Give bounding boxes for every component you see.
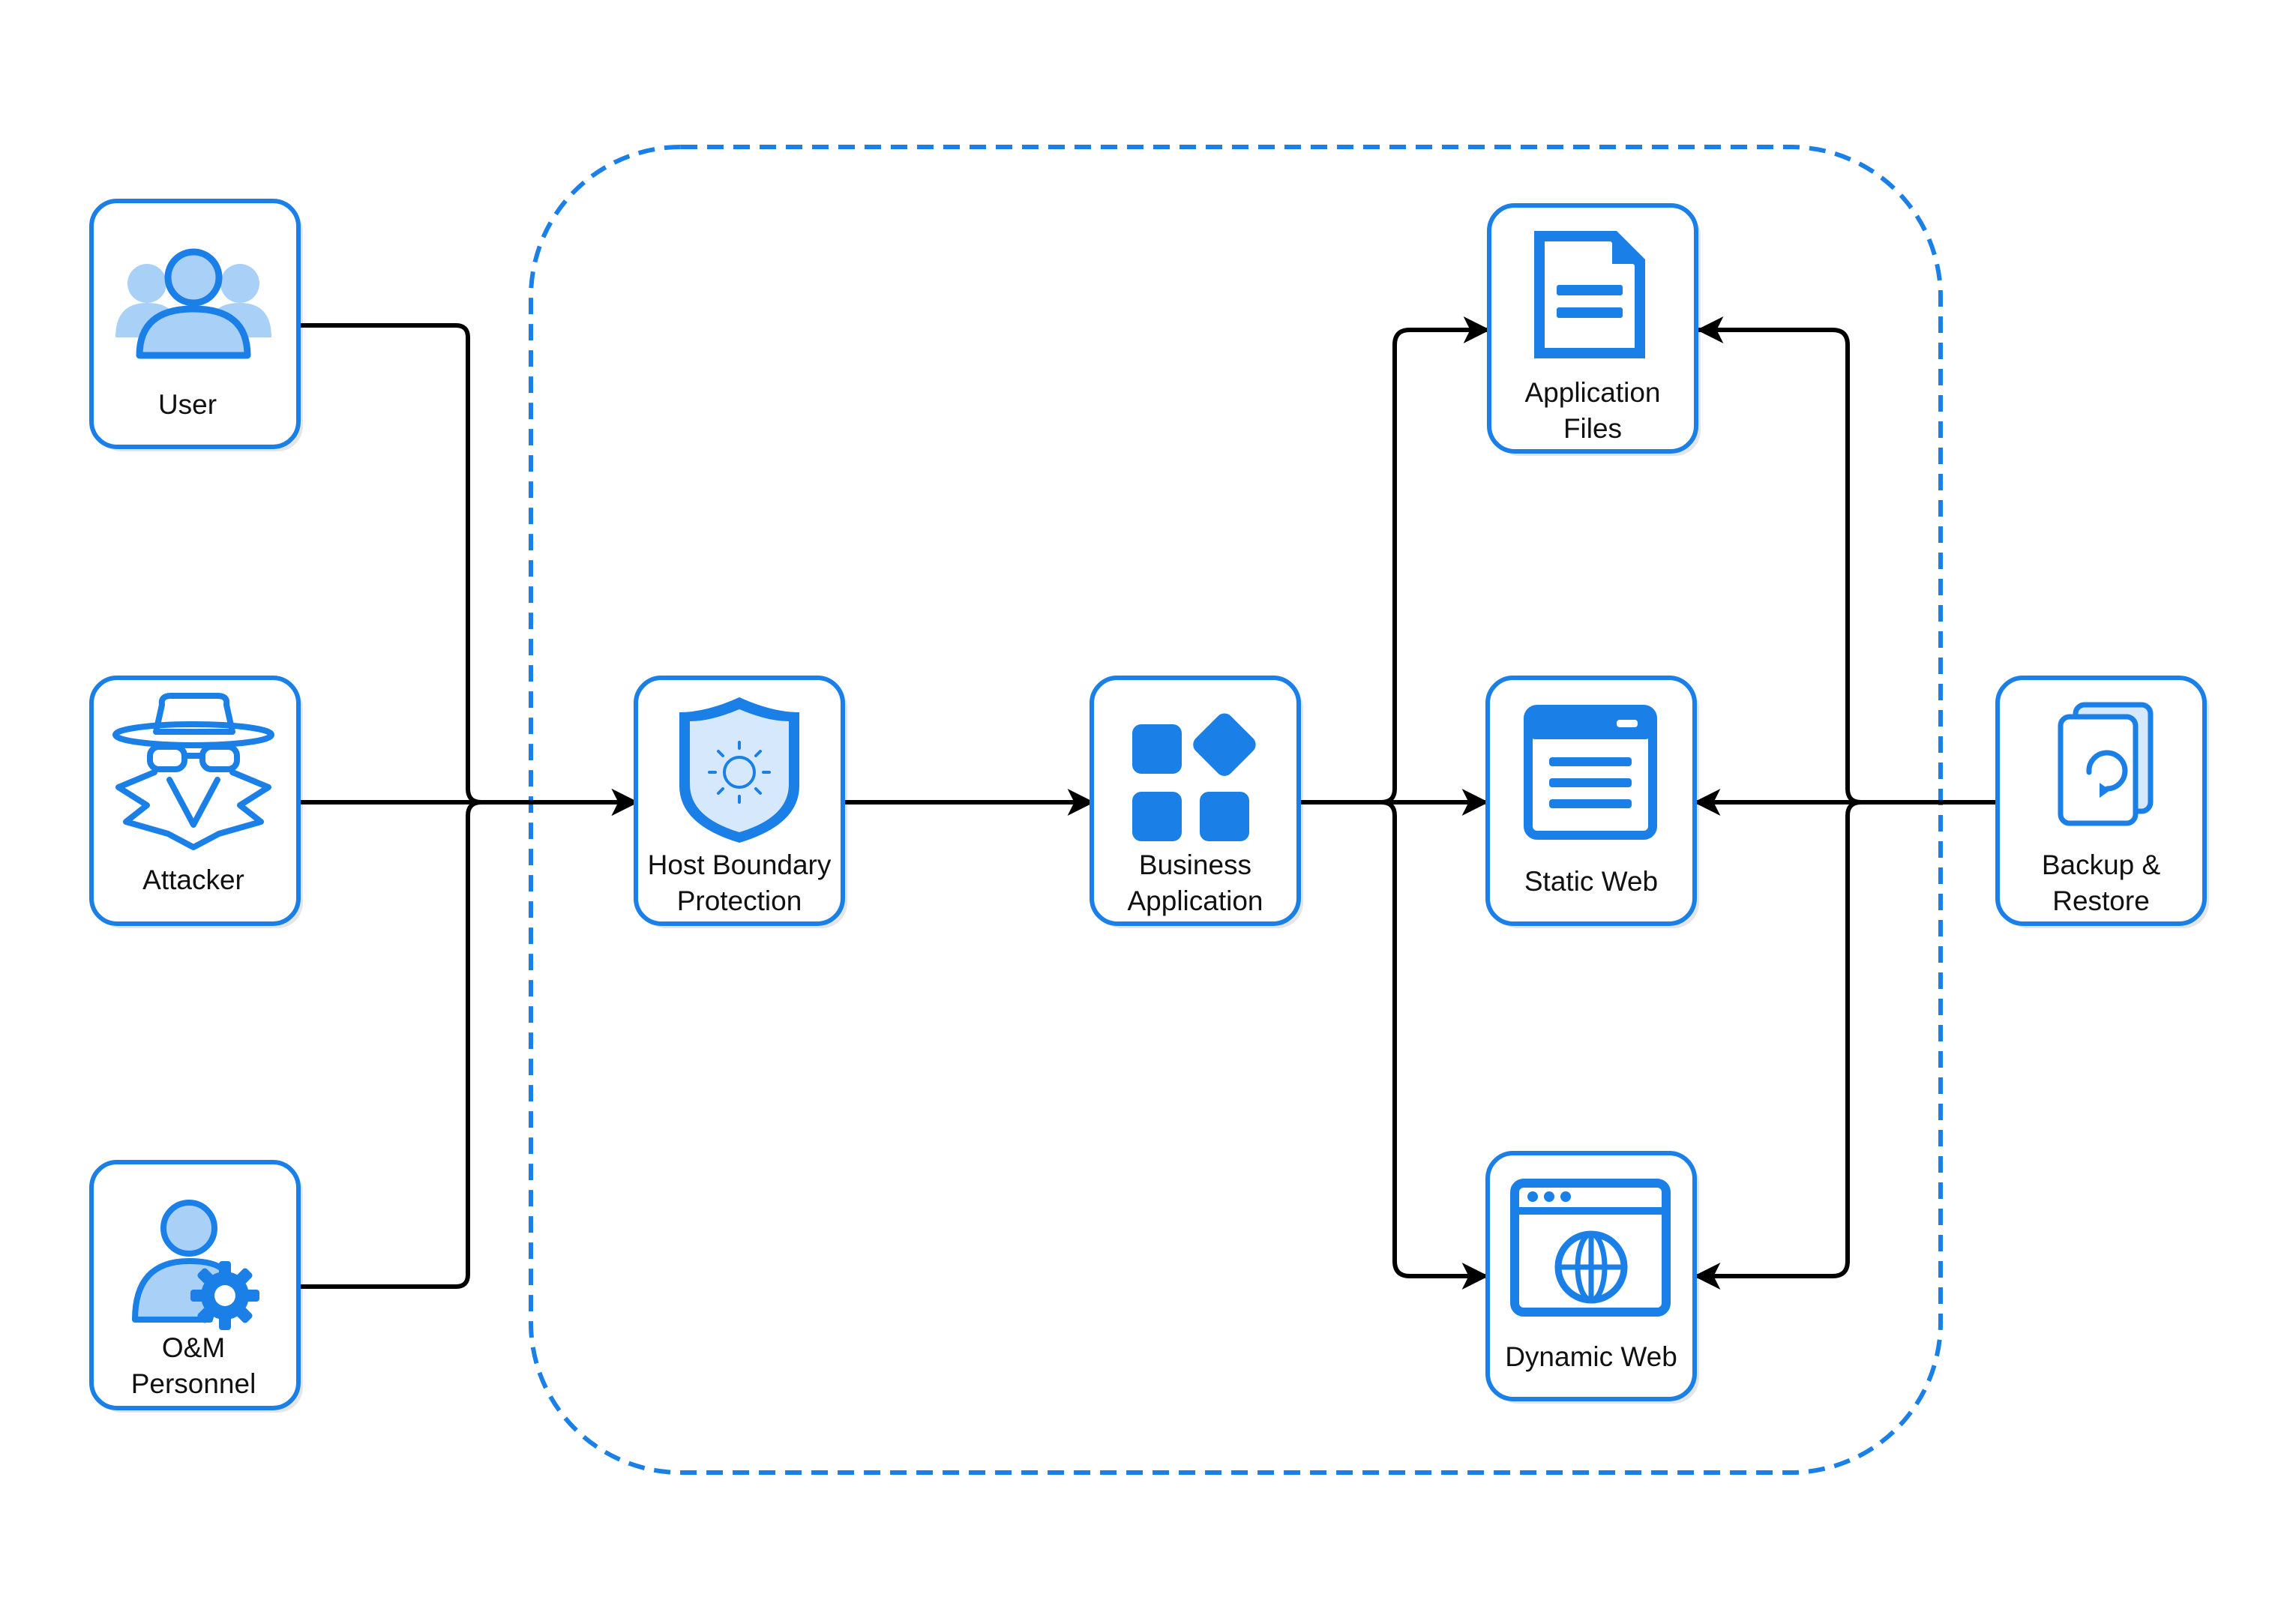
node-application-files[interactable]: Application Files [1487, 203, 1701, 456]
edge-business-to-appfiles [1298, 316, 1491, 805]
backup-label-line2: Restore [2052, 885, 2150, 916]
attacker-label: Attacker [142, 864, 244, 895]
user-gear-icon [132, 1200, 259, 1330]
backup-restore-icon [2058, 702, 2154, 826]
spy-icon [112, 693, 274, 850]
om-label-line2: Personnel [131, 1368, 256, 1399]
edges [296, 316, 2000, 1290]
web-page-icon [1524, 705, 1657, 840]
host-label-line1: Host Boundary [648, 849, 832, 880]
user-label: User [158, 389, 217, 420]
node-backup-restore[interactable]: Backup & Restore [1995, 676, 2209, 928]
apps-grid-icon [1132, 713, 1256, 841]
edge-om-to-host [296, 789, 639, 1289]
edge-backup-to-appfiles [1696, 316, 2000, 805]
edge-backup-to-dynamicweb [1693, 800, 2000, 1290]
host-label-line2: Protection [677, 885, 802, 916]
shield-icon [679, 697, 799, 843]
browser-globe-icon [1510, 1179, 1671, 1317]
node-dynamic-web[interactable]: Dynamic Web [1485, 1151, 1699, 1404]
protected-zone-boundary [529, 145, 1943, 1475]
node-om-personnel[interactable]: O&M Personnel [89, 1160, 303, 1413]
backup-label-line1: Backup & [2042, 849, 2161, 880]
document-icon [1534, 231, 1645, 358]
business-label-line1: Business [1139, 849, 1251, 880]
node-user[interactable]: User [89, 199, 303, 451]
staticweb-label: Static Web [1524, 866, 1658, 897]
appfiles-label-line1: Application [1524, 377, 1660, 408]
business-label-line2: Application [1127, 885, 1263, 916]
node-static-web[interactable]: Static Web [1485, 676, 1699, 928]
edge-user-to-host [296, 323, 639, 816]
node-attacker[interactable]: Attacker [89, 676, 303, 928]
node-host-boundary-protection[interactable]: Host Boundary Protection [634, 676, 847, 928]
edge-business-to-dynamicweb [1298, 800, 1489, 1290]
dynamicweb-label: Dynamic Web [1505, 1341, 1677, 1372]
appfiles-label-line2: Files [1563, 413, 1622, 444]
user-group-icon [115, 248, 271, 359]
om-label-line1: O&M [162, 1332, 225, 1363]
node-business-application[interactable]: Business Application [1090, 676, 1303, 928]
